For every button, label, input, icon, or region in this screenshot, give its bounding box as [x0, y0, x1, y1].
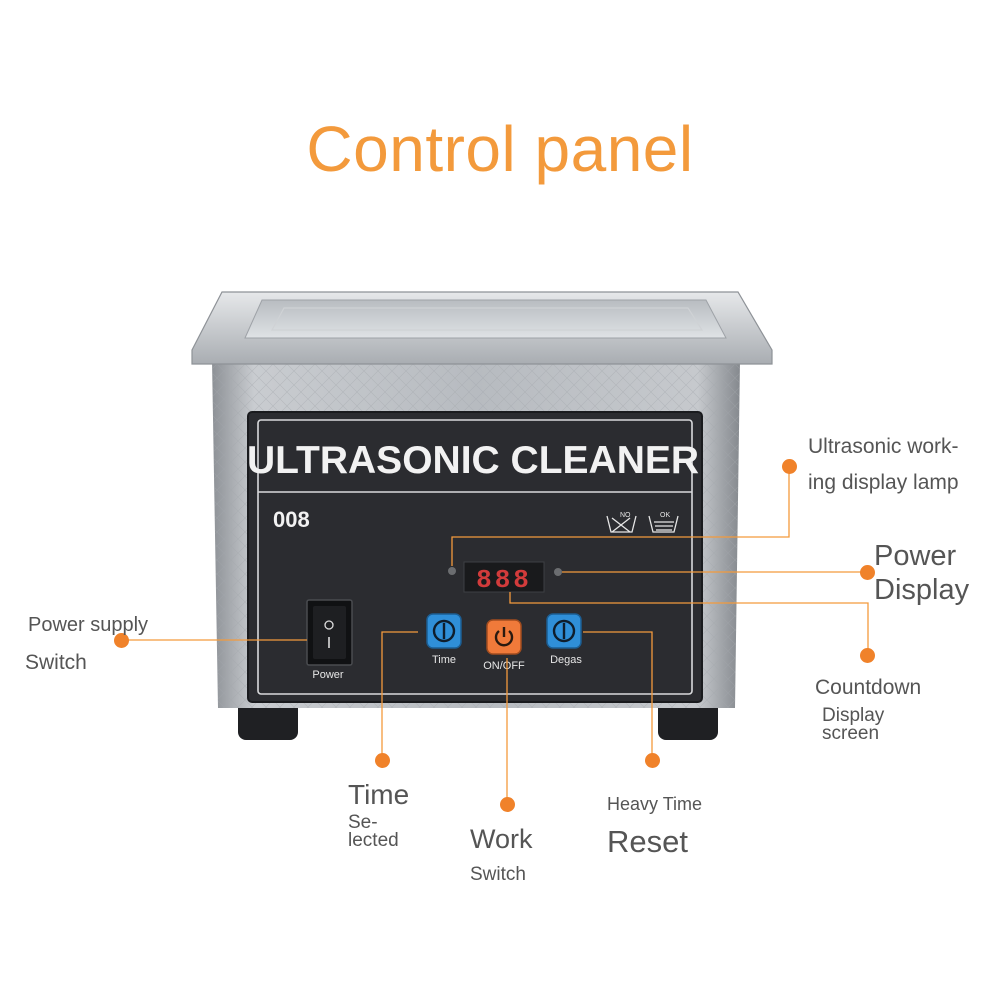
model-number: 008	[273, 507, 310, 532]
power-switch-label: Power	[312, 669, 344, 681]
degas-button[interactable]	[546, 613, 582, 649]
control-panel	[247, 411, 703, 703]
power-display-dot	[860, 565, 875, 580]
ultrasonic-lamp	[448, 567, 456, 575]
page-title: Control panel	[306, 113, 694, 185]
time-selected-label-2: Se-	[348, 812, 378, 833]
work-switch-label-2: Switch	[470, 864, 526, 885]
work-switch-label-1: Work	[470, 824, 533, 854]
time-selected-label-1: Time	[348, 779, 410, 810]
display-digits: 888	[476, 565, 532, 595]
heavy-time-label-2: Reset	[607, 824, 688, 859]
time-selected-label-3: lected	[348, 830, 399, 851]
brand-label: ULTRASONIC CLEANER	[247, 439, 699, 482]
left-foot	[238, 700, 298, 740]
countdown-label-3: screen	[822, 723, 880, 744]
power-lamp	[554, 568, 562, 576]
ultrasonic-lamp-label-2: ing display lamp	[808, 471, 959, 494]
power-supply-label-1: Power supply	[28, 614, 149, 636]
no-symbol-icon	[606, 515, 637, 533]
power-supply-label-2: Switch	[25, 651, 87, 674]
right-foot	[658, 700, 718, 740]
countdown-label-2: Display	[822, 705, 885, 726]
svg-text:NO: NO	[620, 512, 631, 519]
ultrasonic-lamp-dot	[782, 459, 797, 474]
basket-tray	[244, 299, 727, 339]
on-off-button[interactable]	[486, 619, 522, 655]
power-supply-dot	[114, 633, 129, 648]
work-switch-dot	[500, 797, 515, 812]
heavy-time-dot	[645, 753, 660, 768]
power-display-label-1: Power	[874, 540, 957, 572]
ok-symbol-icon	[648, 515, 679, 533]
leader-lines	[122, 466, 869, 804]
svg-text:OK: OK	[660, 512, 670, 519]
time-button[interactable]	[426, 613, 462, 649]
countdown-display	[463, 561, 545, 593]
degas-button-label: Degas	[550, 654, 582, 666]
countdown-label-1: Countdown	[815, 676, 922, 699]
heavy-time-label-1: Heavy Time	[607, 794, 703, 814]
on-off-button-label: ON/OFF	[483, 660, 525, 672]
ultrasonic-lamp-label-1: Ultrasonic work-	[808, 435, 959, 458]
countdown-dot	[860, 648, 875, 663]
time-selected-dot	[375, 753, 390, 768]
power-display-label-2: Display	[874, 574, 970, 606]
time-button-label: Time	[432, 654, 456, 666]
